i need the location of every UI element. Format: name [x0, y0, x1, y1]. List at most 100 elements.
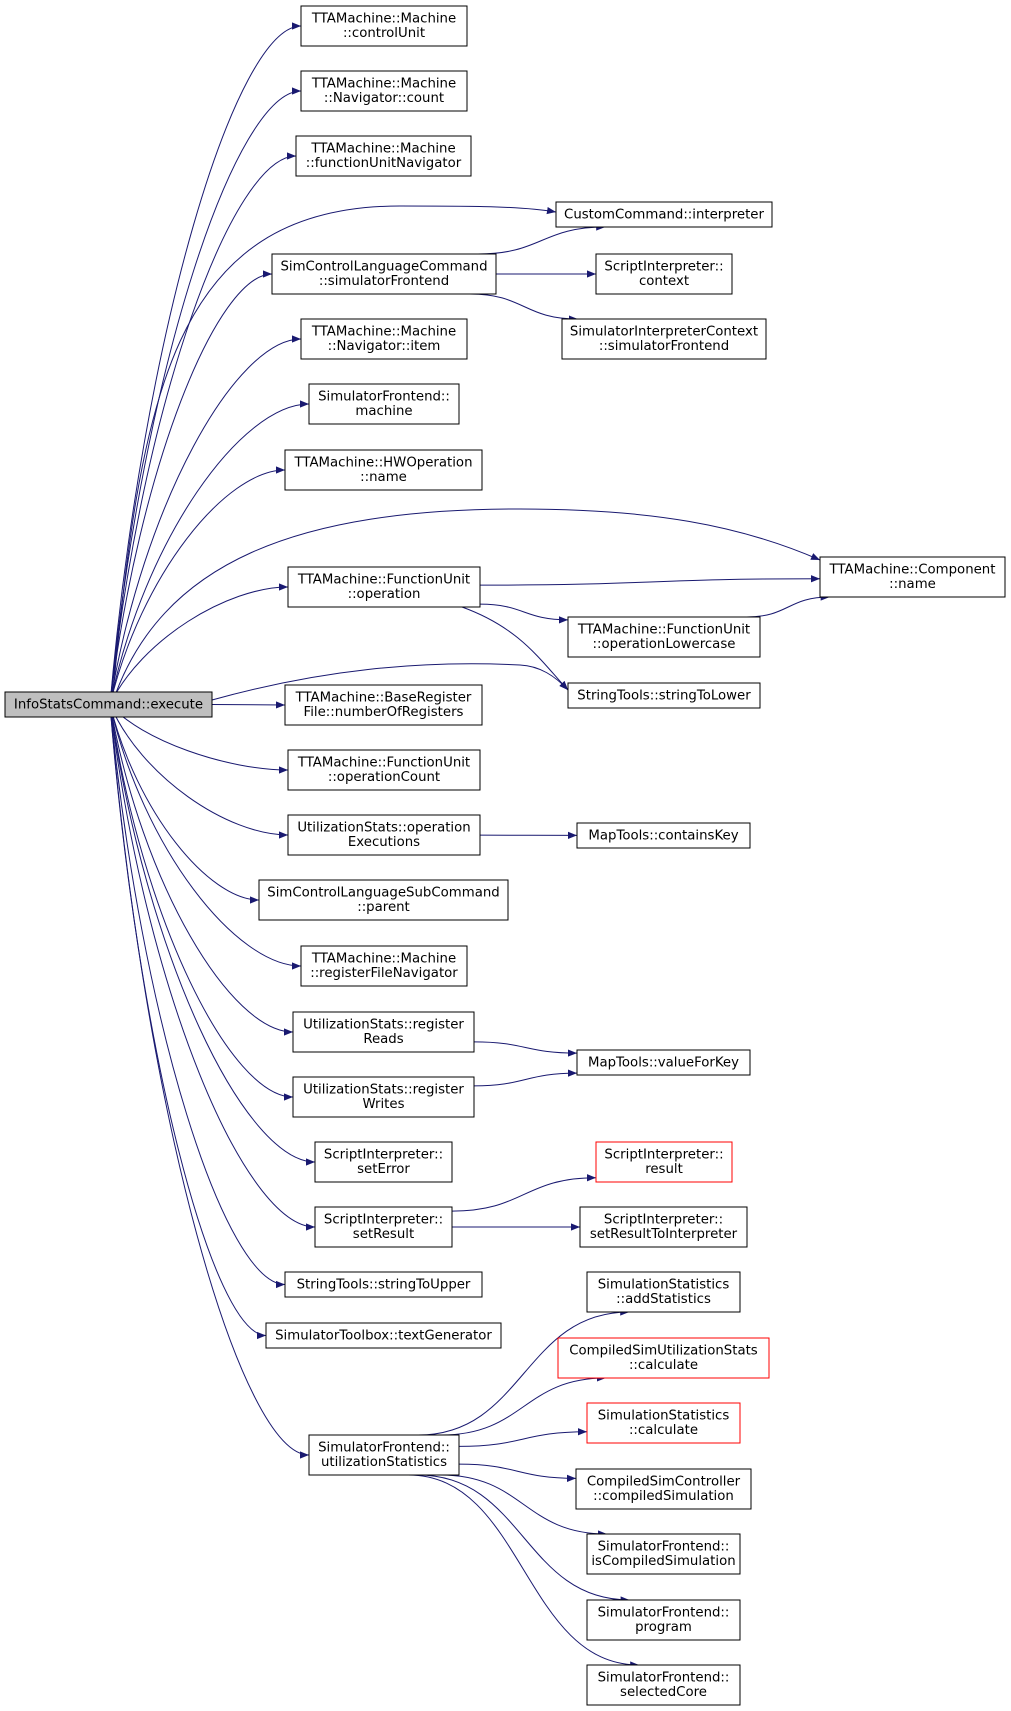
node-ssCalc[interactable]: SimulationStatistics::calculate: [586, 1402, 741, 1444]
edge-root-to-navItem: [109, 335, 302, 705]
node-label-line: ::calculate: [629, 1358, 698, 1373]
node-box[interactable]: [567, 682, 761, 709]
node-siSetError[interactable]: ScriptInterpreter::setError: [314, 1141, 453, 1183]
node-mtContainsKey[interactable]: MapTools::containsKey: [576, 822, 751, 849]
node-csusCalc[interactable]: CompiledSimUtilizationStats::calculate: [557, 1337, 770, 1379]
node-box[interactable]: [819, 556, 1006, 598]
node-siContext[interactable]: ScriptInterpreter::context: [595, 253, 733, 295]
node-box[interactable]: [284, 684, 483, 726]
node-stTextGen[interactable]: SimulatorToolbox::textGenerator: [265, 1322, 502, 1349]
node-box[interactable]: [308, 1434, 460, 1476]
node-box[interactable]: [284, 449, 483, 491]
node-label-line: UtilizationStats::operation: [297, 821, 470, 836]
node-box[interactable]: [300, 318, 468, 360]
node-box[interactable]: [314, 1141, 453, 1183]
node-box[interactable]: [287, 749, 481, 791]
node-box[interactable]: [595, 1141, 733, 1183]
node-box[interactable]: [300, 945, 468, 987]
node-ssAddStats[interactable]: SimulationStatistics::addStatistics: [586, 1271, 741, 1313]
node-box[interactable]: [271, 253, 497, 295]
node-label-line: isCompiledSimulation: [591, 1554, 735, 1569]
node-label-line: ::simulatorFrontend: [319, 274, 449, 289]
node-box[interactable]: [265, 1322, 502, 1349]
edge-root-to-fuNavigator: [109, 152, 297, 705]
node-navItem[interactable]: TTAMachine::Machine::Navigator::item: [300, 318, 468, 360]
node-label-line: ::registerFileNavigator: [310, 966, 458, 981]
node-label-line: TTAMachine::Machine: [310, 142, 455, 157]
node-sfUtilStats[interactable]: SimulatorFrontend::utilizationStatistics: [308, 1434, 460, 1476]
node-rfNavigator[interactable]: TTAMachine::Machine::registerFileNavigat…: [300, 945, 468, 987]
node-sclsParent[interactable]: SimControlLanguageSubCommand::parent: [258, 879, 509, 921]
node-box[interactable]: [586, 1533, 741, 1575]
node-label-line: TTAMachine::Machine: [311, 77, 456, 92]
node-label-line: TTAMachine::Component: [829, 563, 996, 578]
node-box[interactable]: [4, 691, 213, 718]
node-fuOpLower[interactable]: TTAMachine::FunctionUnit::operationLower…: [567, 616, 761, 658]
edge-root-to-strToUpper: [109, 704, 286, 1289]
node-sfProgram[interactable]: SimulatorFrontend::program: [586, 1599, 741, 1641]
node-sfIsCompiled[interactable]: SimulatorFrontend::isCompiledSimulation: [586, 1533, 741, 1575]
node-fuOperation[interactable]: TTAMachine::FunctionUnit::operation: [287, 566, 481, 608]
node-sfSelectedCore[interactable]: SimulatorFrontend::selectedCore: [586, 1664, 741, 1706]
node-box[interactable]: [586, 1271, 741, 1313]
node-box[interactable]: [561, 318, 767, 360]
node-box[interactable]: [258, 879, 509, 921]
node-customInterp[interactable]: CustomCommand::interpreter: [555, 201, 773, 228]
node-controlUnit[interactable]: TTAMachine::Machine::controlUnit: [300, 5, 468, 47]
node-fuNavigator[interactable]: TTAMachine::Machine::functionUnitNavigat…: [295, 135, 472, 177]
node-box[interactable]: [287, 814, 481, 856]
node-box[interactable]: [586, 1402, 741, 1444]
node-siResult[interactable]: ScriptInterpreter::result: [595, 1141, 733, 1183]
node-box[interactable]: [300, 70, 468, 112]
node-hwopName[interactable]: TTAMachine::HWOperation::name: [284, 449, 483, 491]
edge-root-to-strToLower: [211, 663, 569, 701]
node-compName[interactable]: TTAMachine::Component::name: [819, 556, 1006, 598]
edge-sfUtilStats-to-sfSelectedCore: [408, 1474, 640, 1669]
node-box[interactable]: [314, 1206, 453, 1248]
node-root[interactable]: InfoStatsCommand::execute: [4, 691, 213, 718]
node-box[interactable]: [292, 1011, 475, 1053]
node-scSimFrontend[interactable]: SimControlLanguageCommand::simulatorFron…: [271, 253, 497, 295]
node-label-line: TTAMachine::FunctionUnit: [577, 623, 750, 638]
node-box[interactable]: [567, 616, 761, 658]
node-box[interactable]: [295, 135, 472, 177]
edge-root-to-customInterp: [111, 205, 557, 705]
node-box[interactable]: [292, 1076, 475, 1118]
node-box[interactable]: [586, 1664, 741, 1706]
node-brfNumRegs[interactable]: TTAMachine::BaseRegisterFile::numberOfRe…: [284, 684, 483, 726]
node-box[interactable]: [284, 1271, 483, 1298]
node-label-line: ScriptInterpreter::: [604, 1148, 723, 1163]
node-box[interactable]: [555, 201, 773, 228]
node-sicSimFrontend[interactable]: SimulatorInterpreterContext::simulatorFr…: [561, 318, 767, 360]
node-box[interactable]: [576, 1049, 751, 1076]
node-box[interactable]: [579, 1206, 748, 1248]
node-box[interactable]: [576, 822, 751, 849]
node-label-line: ScriptInterpreter::: [324, 1213, 443, 1228]
node-mtValueForKey[interactable]: MapTools::valueForKey: [576, 1049, 751, 1076]
node-label-line: Executions: [348, 835, 420, 850]
node-strToLower[interactable]: StringTools::stringToLower: [567, 682, 761, 709]
node-navCount[interactable]: TTAMachine::Machine::Navigator::count: [300, 70, 468, 112]
node-siSetResult[interactable]: ScriptInterpreter::setResult: [314, 1206, 453, 1248]
node-label-line: SimulatorInterpreterContext: [570, 325, 758, 340]
node-cscCompiledSim[interactable]: CompiledSimController::compiledSimulatio…: [575, 1468, 752, 1510]
node-label-line: TTAMachine::HWOperation: [293, 456, 472, 471]
node-label-line: CompiledSimController: [587, 1475, 741, 1490]
node-box[interactable]: [586, 1599, 741, 1641]
node-box[interactable]: [308, 383, 460, 425]
node-box[interactable]: [557, 1337, 770, 1379]
node-box[interactable]: [575, 1468, 752, 1510]
node-siSetResultToInterp[interactable]: ScriptInterpreter::setResultToInterprete…: [579, 1206, 748, 1248]
node-box[interactable]: [595, 253, 733, 295]
node-sfMachine[interactable]: SimulatorFrontend::machine: [308, 383, 460, 425]
node-box[interactable]: [287, 566, 481, 608]
node-strToUpper[interactable]: StringTools::stringToUpper: [284, 1271, 483, 1298]
node-fuOpCount[interactable]: TTAMachine::FunctionUnit::operationCount: [287, 749, 481, 791]
node-box[interactable]: [300, 5, 468, 47]
edge-usRegWrites-to-mtValueForKey: [473, 1069, 578, 1087]
edge-fuOperation-to-strToLower: [461, 606, 569, 691]
